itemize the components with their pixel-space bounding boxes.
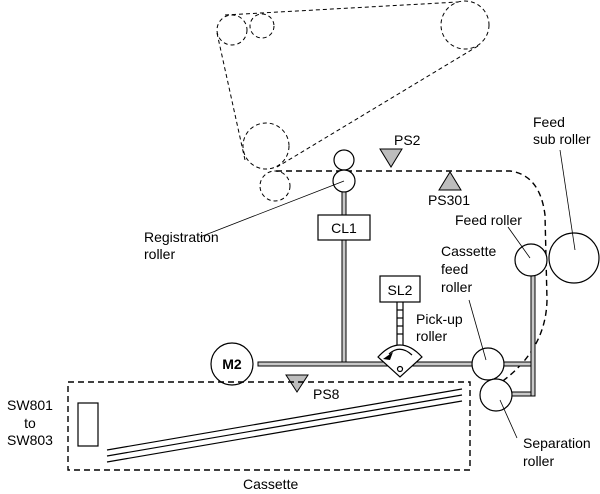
belt-roller-right	[440, 0, 490, 50]
solenoid-label: SL2	[388, 282, 413, 298]
idle-roller	[259, 170, 291, 202]
pickup-roller	[471, 347, 505, 381]
belt-top-edge	[224, 1, 459, 16]
label-separation-1: Separation	[523, 435, 591, 451]
belt-roller-left-2	[249, 13, 275, 39]
label-cassette-feed-1: Cassette	[441, 243, 496, 259]
label-cassette: Cassette	[243, 476, 298, 492]
leader-registration	[199, 180, 345, 238]
label-pickup-1: Pick-up	[416, 311, 463, 327]
belt-path	[216, 0, 490, 202]
sensor-ps2-label: PS2	[394, 132, 421, 148]
belt-roller-left-1	[216, 14, 248, 46]
separation-roller	[479, 378, 513, 412]
clutch-cl1	[317, 214, 371, 241]
leader-feed-roller	[507, 226, 531, 259]
paper-path	[276, 170, 548, 393]
pickup-shaft	[503, 361, 535, 367]
sensor-ps301-label: PS301	[428, 192, 470, 208]
main-drive-shaft	[257, 361, 475, 367]
solenoid-sl2	[379, 275, 421, 303]
label-cassette-feed-3: roller	[441, 279, 472, 295]
label-pickup-2: roller	[416, 328, 447, 344]
sensor-ps8	[285, 374, 309, 393]
paper-stack	[106, 388, 463, 463]
label-switches-2: to	[24, 415, 36, 431]
feed-shaft	[530, 274, 536, 397]
registration-roller-upper	[333, 149, 355, 171]
size-switch-block	[77, 402, 99, 447]
leader-feed-sub	[559, 149, 576, 251]
sensor-ps2	[379, 148, 403, 168]
feed-roller	[514, 243, 548, 277]
motor-label: M2	[222, 356, 242, 372]
sensor-ps301	[438, 171, 462, 191]
clutch-label: CL1	[331, 220, 357, 236]
solenoid-linkage	[396, 302, 404, 345]
cam-pivot	[396, 365, 404, 373]
label-feed-sub-1: Feed	[533, 114, 565, 130]
leader-separation	[499, 399, 518, 439]
label-switches-3: SW803	[7, 432, 53, 448]
label-registration-2: roller	[144, 246, 175, 262]
sensor-ps8-label: PS8	[313, 386, 340, 402]
label-separation-2: roller	[523, 453, 554, 469]
belt-roller-bottom	[242, 122, 290, 170]
belt-left-edge	[216, 32, 246, 161]
label-switches-1: SW801	[7, 397, 53, 413]
pickup-cam	[377, 344, 423, 378]
label-cassette-feed-2: feed	[441, 261, 468, 277]
rotation-arrow-icon	[388, 348, 413, 356]
label-registration-1: Registration	[144, 229, 219, 245]
rotation-arrowhead-icon	[383, 352, 393, 360]
cassette-outline	[67, 381, 471, 471]
feed-sub-roller	[548, 232, 600, 284]
belt-diagonal-edge	[276, 45, 479, 168]
label-feed-sub-2: sub roller	[533, 131, 591, 147]
motor-m2	[210, 342, 254, 386]
label-feed-roller: Feed roller	[455, 212, 522, 228]
leader-cassette-feed	[468, 299, 487, 361]
